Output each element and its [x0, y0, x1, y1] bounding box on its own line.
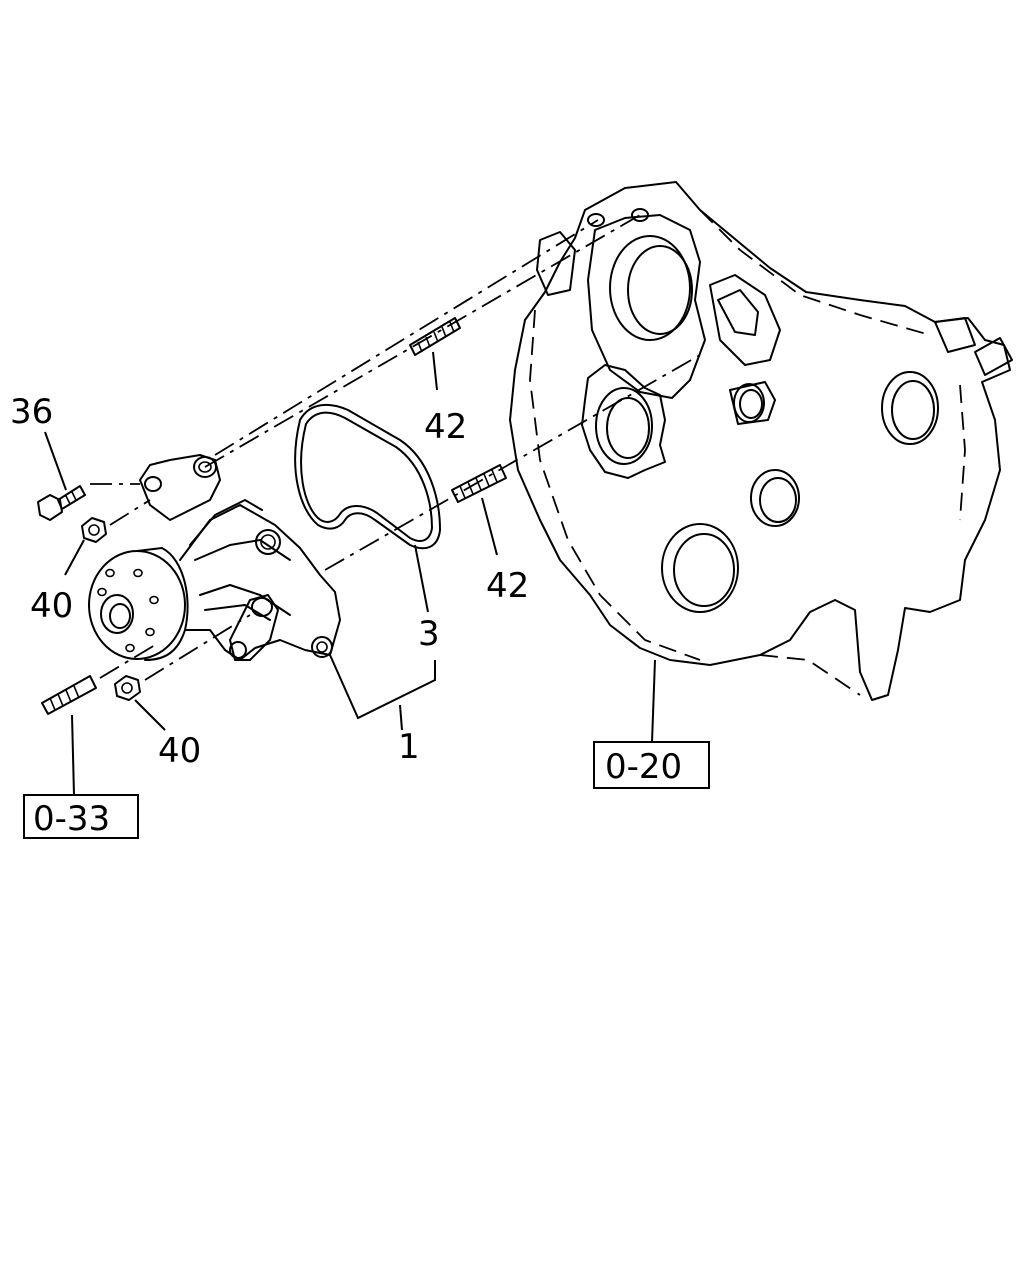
reference-label-0-33: 0-33: [33, 799, 110, 839]
callout-42-upper: 42: [424, 407, 467, 447]
callout-3: 3: [418, 614, 440, 654]
callout-40-lower: 40: [158, 731, 201, 771]
pump-gasket: [294, 403, 441, 550]
water-pump-assembly: [88, 454, 341, 661]
nut-40-upper: [81, 517, 107, 543]
leader-lines: [44, 351, 656, 796]
assembly-centerlines: [90, 214, 701, 681]
nut-40-lower: [114, 675, 141, 701]
callout-36: 36: [10, 392, 53, 432]
callout-1: 1: [398, 727, 420, 767]
stud-42-lower: [451, 464, 507, 503]
stud-lower-left: [41, 675, 97, 715]
reference-label-0-20: 0-20: [605, 747, 682, 787]
reference-box-0-33: 0-33: [23, 794, 139, 839]
reference-box-0-20: 0-20: [593, 741, 710, 789]
callout-42-lower: 42: [486, 566, 529, 606]
timing-gear-case: [509, 181, 1013, 701]
bolt-36: [37, 485, 86, 521]
callout-40-upper: 40: [30, 586, 73, 626]
